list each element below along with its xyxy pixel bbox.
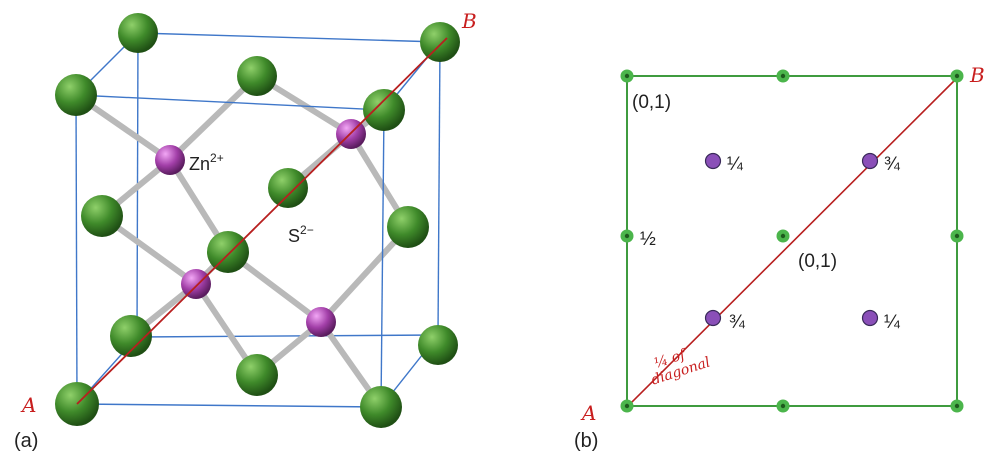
s-projection xyxy=(950,399,964,413)
s-atom xyxy=(236,354,278,396)
s-projection xyxy=(776,399,790,413)
panel-a-caption: (a) xyxy=(14,430,38,452)
upper-left-zn-height-label: ¼ xyxy=(727,154,744,175)
s-atom xyxy=(420,22,460,62)
panel-b-caption: (b) xyxy=(574,430,598,452)
s-atom xyxy=(360,386,402,428)
zinc-projections xyxy=(704,152,879,327)
center-coordinate-label: (0,1) xyxy=(798,251,837,272)
s-atom xyxy=(118,13,158,53)
corner-coordinate-label: (0,1) xyxy=(632,92,671,113)
zn-projection xyxy=(704,152,722,170)
projection-diagonal-line xyxy=(623,72,963,411)
s-label: S2− xyxy=(288,223,314,246)
s-projection xyxy=(776,69,790,83)
zn-projection xyxy=(861,309,879,327)
upper-right-zn-height-label: ¾ xyxy=(884,154,901,175)
s-atom xyxy=(268,168,308,208)
s-projection xyxy=(950,229,964,243)
s-projection xyxy=(620,399,634,413)
s-projection xyxy=(776,229,790,243)
s-projection xyxy=(620,229,634,243)
point-b-label: B xyxy=(461,9,477,33)
zn-atom xyxy=(155,145,185,175)
projection-point-b-label: B xyxy=(969,63,985,87)
zn-atom xyxy=(181,269,211,299)
s-atom xyxy=(81,195,123,237)
panel-a-unit-cell: Zn2+ S2− A B (a) xyxy=(14,9,477,452)
body-diagonal-line xyxy=(76,37,448,405)
quarter-diagonal-note: ¼ of diagonal xyxy=(645,340,713,388)
sulfide-atoms xyxy=(55,13,460,428)
left-mid-height-label: ½ xyxy=(640,229,656,250)
s-atom xyxy=(418,325,458,365)
lower-left-zn-height-label: ¾ xyxy=(729,312,746,333)
sulfide-projections xyxy=(620,69,964,413)
zn-atom xyxy=(306,307,336,337)
panel-b-projection: (0,1) (0,1) ½ ¼ ¾ ¾ ¼ A B ¼ of diagonal … xyxy=(574,63,985,452)
s-atom xyxy=(387,206,429,248)
s-projection xyxy=(950,69,964,83)
zn-projection xyxy=(861,152,879,170)
projection-point-a-label: A xyxy=(580,401,596,425)
s-atom xyxy=(110,315,152,357)
zn-projection xyxy=(704,309,722,327)
cube-front-face xyxy=(75,94,385,408)
zn-label: Zn2+ xyxy=(189,151,224,174)
lower-right-zn-height-label: ¼ xyxy=(884,312,901,333)
s-atom xyxy=(363,89,405,131)
s-atom xyxy=(207,231,249,273)
s-projection xyxy=(620,69,634,83)
s-atom xyxy=(55,74,97,116)
point-a-label: A xyxy=(20,393,36,417)
s-atom xyxy=(237,56,277,96)
